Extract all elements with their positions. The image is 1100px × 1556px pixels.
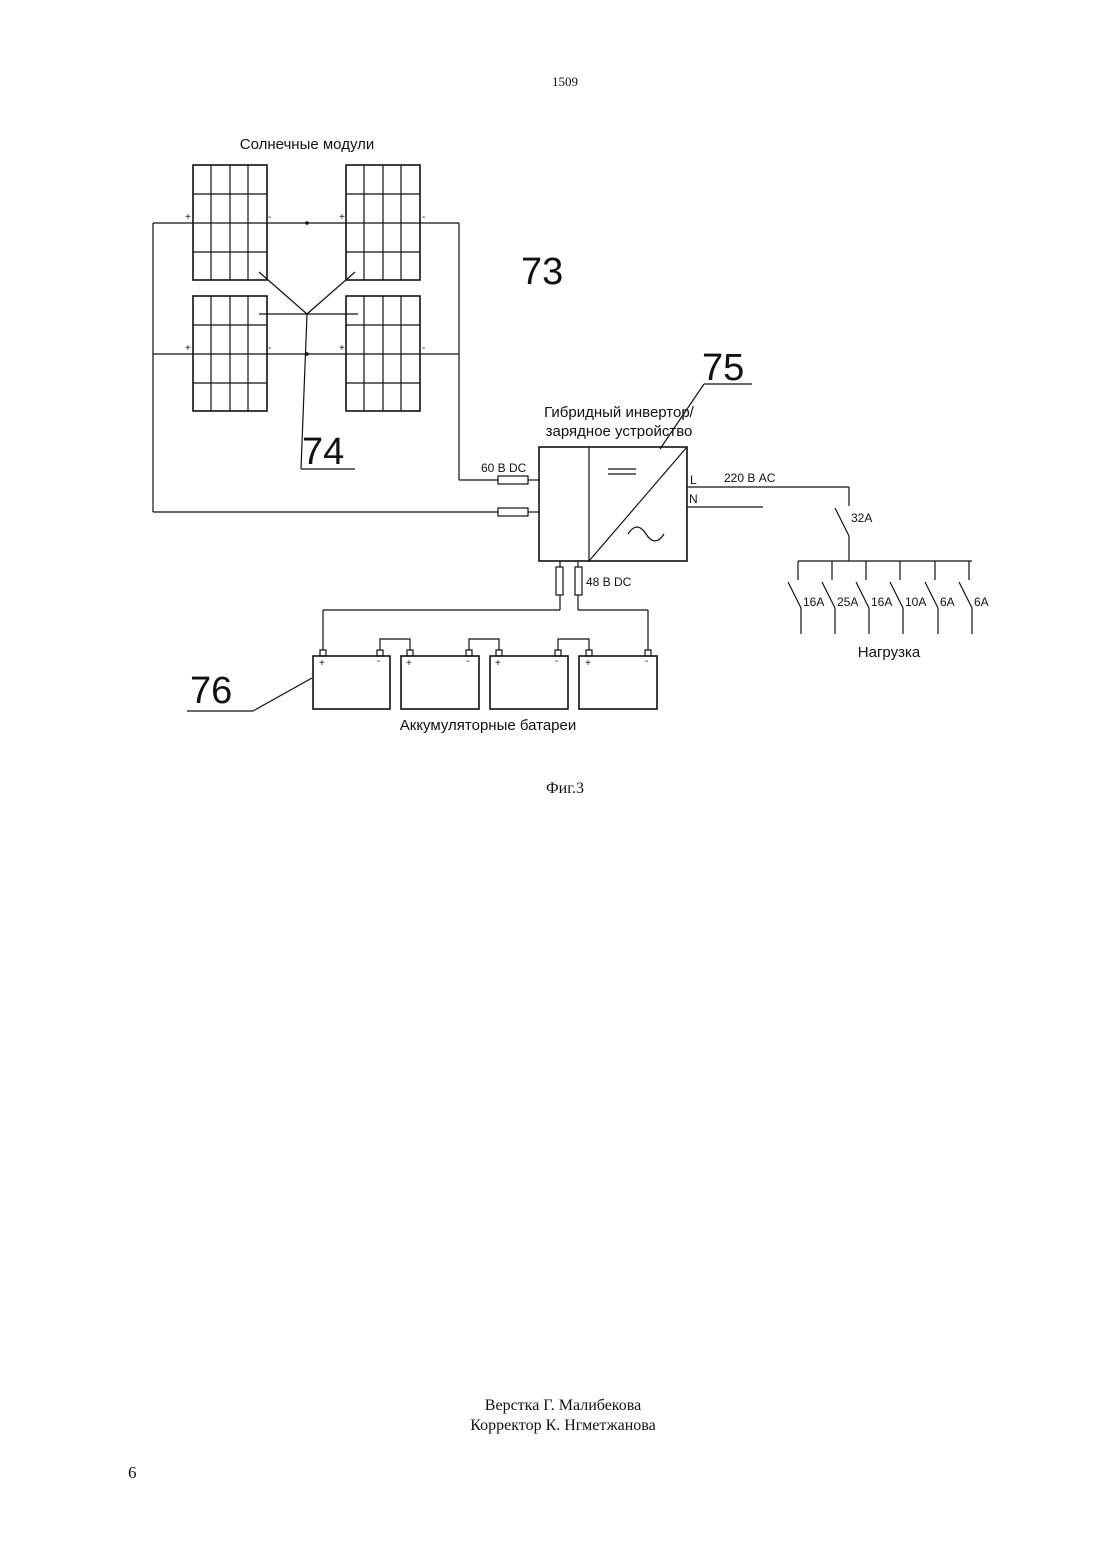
panel-minus: - [422,212,425,223]
battery-plus: + [406,658,412,669]
ac-symbol-icon [628,527,664,541]
battery-plus: + [585,658,591,669]
fuse-icon [498,508,528,516]
ac-voltage-label: 220 В AC [724,471,776,485]
solar-panel-icon [346,165,420,280]
battery-plus: + [495,658,501,669]
main-breaker-label: 32A [851,511,872,525]
fuse-icon [575,567,582,595]
wiring-diagram: Солнечные модули + - + - + - + - 74 73 [0,0,1100,780]
solar-panel-icon [346,296,420,411]
dc-symbol-icon [608,469,636,474]
battery-minus: - [466,656,469,667]
battery-minus: - [555,656,558,667]
inverter [539,447,687,561]
layout-credit: Верстка Г. Малибекова [0,1396,1100,1416]
switch-icon [959,582,972,608]
reference-number-74: 74 [302,431,344,473]
terminal-l: L [690,473,697,487]
terminal-n: N [689,492,698,506]
panel-plus: + [185,212,191,223]
reference-number-73: 73 [521,251,563,293]
battery-minus: - [377,656,380,667]
load-breaker-label: 16A [803,595,824,609]
battery-minus: - [645,656,648,667]
load-label: Нагрузка [858,644,921,661]
battery-plus: + [319,658,325,669]
switch-icon [788,582,801,608]
switch-icon [925,582,938,608]
load-breaker-label: 6A [940,595,955,609]
pv-voltage-label: 60 В DC [481,461,527,475]
credits: Верстка Г. Малибекова Корректор К. Нгмет… [0,1396,1100,1436]
reference-number-76: 76 [190,670,232,712]
fuse-icon [556,567,563,595]
figure-caption: Фиг.3 [0,780,1100,798]
load-breaker-label: 16A [871,595,892,609]
panel-minus: - [422,343,425,354]
panel-minus: - [268,343,271,354]
reference-number-75: 75 [702,347,744,389]
solar-panel-icon [193,165,267,280]
panel-minus: - [268,212,271,223]
inverter-label-line1: Гибридный инвертор/ [544,404,695,421]
load-breaker-label: 10A [905,595,926,609]
panel-plus: + [185,343,191,354]
inverter-label-line2: зарядное устройство [546,423,693,440]
fuse-icon [498,476,528,484]
load-breaker-label: 6A [974,595,989,609]
switch-icon [835,508,849,536]
battery-voltage-label: 48 В DC [586,575,632,589]
load-breaker-label: 25A [837,595,858,609]
batteries-label: Аккумуляторные батареи [400,717,576,734]
reference-76-leader [253,678,312,711]
solar-modules-label: Солнечные модули [240,136,375,153]
panel-plus: + [339,343,345,354]
panel-plus: + [339,212,345,223]
solar-panel-icon [193,296,267,411]
corrector-credit: Корректор К. Нгметжанова [0,1416,1100,1436]
page-number: 6 [128,1463,137,1483]
ac-wiring [687,487,972,561]
